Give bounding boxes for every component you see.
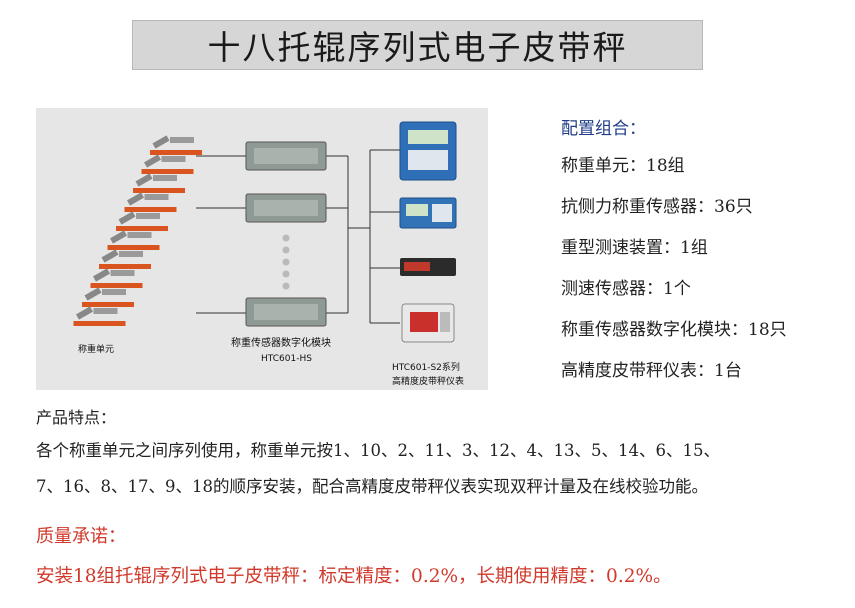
- wiring-lines: [196, 149, 400, 324]
- label-digital-module: 称重传感器数字化模块: [231, 338, 331, 349]
- idler-frame: [82, 302, 134, 307]
- idler-roller: [93, 268, 110, 282]
- label-weighing-units: 称重单元: [78, 345, 115, 355]
- idler-station: [73, 306, 126, 326]
- idler-frame: [90, 283, 143, 288]
- features-line: 7、16、8、17、9、18的顺序安装，配合高精度皮带秤仪表实现双秤计量及在线校…: [36, 477, 708, 496]
- idler-frame: [107, 245, 160, 250]
- config-item: 称重单元：18组: [561, 156, 685, 176]
- idler-roller: [118, 211, 136, 225]
- digital-modules: [245, 141, 327, 327]
- weighing-units-illustration: [73, 135, 202, 326]
- config-title: 配置组合：: [561, 119, 646, 139]
- idler-roller: [76, 306, 93, 320]
- diagram-graphic: [73, 121, 457, 343]
- idler-station: [124, 192, 177, 212]
- idler-roller: [110, 230, 127, 244]
- meters: [399, 121, 457, 343]
- system-diagram: 称重单元 称重传感器数字化模块 HTC601-HS HTC601-S2系列 高精…: [36, 108, 488, 390]
- idler-station: [116, 211, 168, 231]
- config-item: 高精度皮带秤仪表：1台: [561, 361, 742, 381]
- promise-title: 质量承诺：: [36, 526, 126, 547]
- idler-station: [107, 230, 160, 250]
- idler-roller: [127, 192, 144, 206]
- label-meter-name: 高精度皮带秤仪表: [392, 377, 465, 387]
- config-item: 抗侧力称重传感器：36只: [561, 197, 753, 217]
- config-item: 称重传感器数字化模块：18只: [561, 320, 787, 340]
- features-title: 产品特点：: [36, 408, 117, 427]
- idler-roller: [101, 249, 119, 263]
- idler-roller: [84, 287, 102, 301]
- idler-station: [133, 173, 185, 193]
- idler-frame: [150, 150, 202, 155]
- idler-frame: [116, 226, 168, 231]
- promise-text: 安装18组托辊序列式电子皮带秤：标定精度：0.2%，长期使用精度：0.2%。: [36, 566, 672, 587]
- idler-frame: [99, 264, 151, 269]
- page-title: 十八托辊序列式电子皮带秤: [132, 20, 703, 70]
- idler-frame: [73, 321, 126, 326]
- idler-roller: [144, 154, 161, 168]
- idler-frame: [141, 169, 194, 174]
- features-section: 产品特点： 各个称重单元之间序列使用，称重单元按1、10、2、11、3、12、4…: [36, 403, 848, 505]
- idler-station: [99, 249, 151, 269]
- idler-roller: [135, 173, 153, 187]
- idler-roller: [152, 135, 170, 149]
- label-module-model: HTC601-HS: [261, 354, 312, 364]
- idler-station: [141, 154, 194, 174]
- config-panel: 配置组合： 称重单元：18组 抗侧力称重传感器：36只 重型测速装置：1组 测速…: [561, 114, 851, 392]
- idler-station: [82, 287, 134, 307]
- config-item: 重型测速装置：1组: [561, 238, 708, 258]
- idler-frame: [124, 207, 177, 212]
- features-line: 各个称重单元之间序列使用，称重单元按1、10、2、11、3、12、4、13、5、…: [36, 441, 720, 460]
- config-item: 测速传感器：1个: [561, 279, 691, 299]
- idler-station: [150, 135, 202, 155]
- idler-station: [90, 268, 143, 288]
- label-meter-model: HTC601-S2系列: [392, 363, 460, 373]
- idler-frame: [133, 188, 185, 193]
